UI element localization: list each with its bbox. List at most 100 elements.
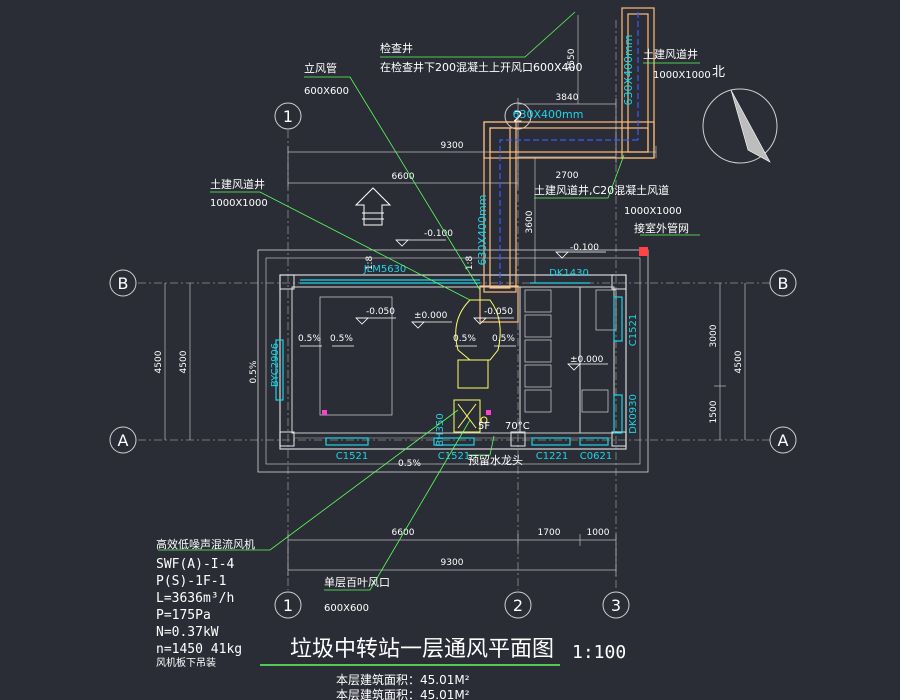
building-walls: [257, 249, 649, 473]
markers: [322, 410, 491, 415]
label-c1221: C1221: [536, 451, 568, 462]
fan-line-2: P(S)-1F-1: [156, 574, 226, 589]
slope-2: 0.5%: [330, 334, 353, 344]
axis-left-b: B: [118, 274, 129, 293]
slope-4: 0.5%: [492, 334, 515, 344]
duct-centerline: [499, 12, 639, 286]
windows: [275, 279, 623, 446]
area-line-1: 本层建筑面积：45.01M²: [336, 672, 470, 687]
fan-line-3: L=3636m³/h: [156, 591, 234, 606]
dim-top-2700: 2700: [556, 171, 579, 181]
axis-right-b: B: [778, 274, 789, 293]
slope-1: 0.5%: [298, 334, 321, 344]
label-dk0930: DK0930: [628, 394, 639, 434]
level-l2: -0.100: [570, 243, 599, 253]
fan-line-5: N=0.37kW: [156, 625, 219, 640]
outdoor-pipe-marker: [639, 247, 648, 256]
dim-bottom-1000: 1000: [587, 528, 610, 538]
level-l1: -0.100: [424, 229, 453, 239]
ann-shaft-mid-size: 1000X1000: [624, 206, 682, 217]
ann-inspection-note: 在检查井下200混凝土上开风口600X400: [380, 60, 583, 74]
fan-bh-label: BH350: [435, 413, 446, 446]
level-l5: -0.050: [484, 307, 513, 317]
ann-shaft-right-size: 1000X1000: [653, 70, 711, 81]
dim-18-b: 1:8: [465, 255, 475, 270]
axis-bottom-2: 2: [513, 596, 523, 615]
axis-right-a: A: [778, 431, 789, 450]
dim-18-a: 1:8: [365, 255, 375, 270]
dim-top-total: 9300: [441, 141, 464, 151]
north-label: 北: [712, 65, 725, 80]
columns: [279, 274, 627, 447]
label-c1521-right: C1521: [628, 314, 639, 346]
dim-top-6600: 6600: [392, 172, 415, 182]
dimension-lines: [164, 15, 746, 576]
annotation-texts: 检查井 在检查井下200混凝土上开风口600X400 立风管 600X600 土…: [210, 41, 711, 614]
dim-3550: 3550: [567, 48, 577, 71]
fire-damper-temp: 70°C: [505, 421, 530, 432]
fan-title: 高效低噪声混流风机: [156, 537, 255, 551]
fan-line-1: SWF(A)-I-4: [156, 557, 234, 572]
level-marks: [355, 239, 608, 371]
slope-3: 0.5%: [453, 334, 476, 344]
ann-shaft-mid: 土建风道井,C20混凝土风道: [534, 183, 669, 197]
label-c1521-a: C1521: [336, 451, 368, 462]
ann-faucet: 预留水龙头: [468, 454, 523, 467]
fan-unit: [453, 299, 501, 433]
fan-spec-block: 高效低噪声混流风机 SWF(A)-I-4 P(S)-1F-1 L=3636m³/…: [156, 537, 255, 669]
ann-inspection-well: 检查井: [380, 41, 413, 55]
north-arrow: [702, 88, 778, 164]
level-l3: -0.050: [366, 307, 395, 317]
ann-louver: 单层百叶风口: [324, 576, 390, 589]
drawing-title: 垃圾中转站一层通风平面图: [290, 637, 554, 662]
area-line-2: 本层建筑面积：45.01M²: [336, 687, 470, 700]
label-jlm5630: JLM5630: [363, 264, 407, 275]
ann-shaft-left: 土建风道井: [210, 177, 265, 191]
entry-arrow: [354, 187, 392, 226]
level-l4: ±0.000: [414, 311, 448, 321]
duct-size-right: 630X400mm: [622, 35, 635, 106]
duct-size-vertical: 630X400mm: [476, 195, 489, 266]
dim-left-outer: 4500: [154, 350, 164, 373]
level-texts: -0.100 -0.100 -0.050 ±0.000 -0.050 ±0.00…: [366, 229, 604, 365]
level-l6: ±0.000: [570, 355, 604, 365]
duct-size-labels: 630X400mm 630X400mm 630X400mm: [476, 35, 635, 266]
slope-6: 0.5%: [249, 360, 259, 383]
dim-3600: 3600: [525, 210, 535, 233]
ann-outdoor-pipe: 接室外管网: [634, 221, 689, 235]
axis-grid: [138, 20, 770, 590]
label-c0621: C0621: [580, 451, 612, 462]
dim-left-inner: 4500: [179, 350, 189, 373]
ann-shaft-left-size: 1000X1000: [210, 198, 268, 209]
drawing-scale: 1:100: [572, 642, 626, 663]
label-c1521-b: C1521: [438, 451, 470, 462]
fan-mount: 风机板下吊装: [156, 656, 216, 669]
fan-line-4: P=175Pa: [156, 608, 211, 623]
dim-right-3000: 3000: [709, 324, 719, 347]
dim-bottom-1700: 1700: [538, 528, 561, 538]
fan-line-6: n=1450 41kg: [156, 642, 242, 657]
dim-top-3840: 3840: [556, 93, 579, 103]
label-dk1430: DK1430: [549, 268, 589, 279]
axis-left-a: A: [118, 431, 129, 450]
slope-texts: 0.5% 0.5% 0.5% 0.5% 0.5% 0.5%: [249, 334, 515, 469]
axis-bottom-1: 1: [283, 596, 293, 615]
dimension-texts: 9300 6600 2700 3840 3600 3550 6600 1700 …: [154, 48, 744, 568]
label-byc2906: BYC2906: [270, 343, 281, 387]
leader-lines: [158, 11, 700, 591]
slope-5: 0.5%: [398, 459, 421, 469]
fire-damper-5f: 5F: [478, 421, 490, 432]
ann-riser-size: 600X600: [304, 86, 349, 97]
dim-bottom-total: 9300: [441, 558, 464, 568]
dim-right-1500: 1500: [709, 400, 719, 423]
dim-right-4500: 4500: [734, 350, 744, 373]
axis-top-1: 1: [283, 107, 293, 126]
duct-size-top: 630X400mm: [513, 108, 584, 121]
ann-louver-size: 600X600: [324, 603, 369, 614]
bottom-wall-hatch: [294, 432, 612, 439]
ann-riser: 立风管: [304, 61, 337, 75]
axis-bottom-3: 3: [611, 596, 621, 615]
ann-shaft-right: 土建风道井: [643, 47, 698, 61]
door-window-labels: JLM5630 DK1430 BYC2906 C1521 DK0930 C152…: [270, 264, 639, 462]
